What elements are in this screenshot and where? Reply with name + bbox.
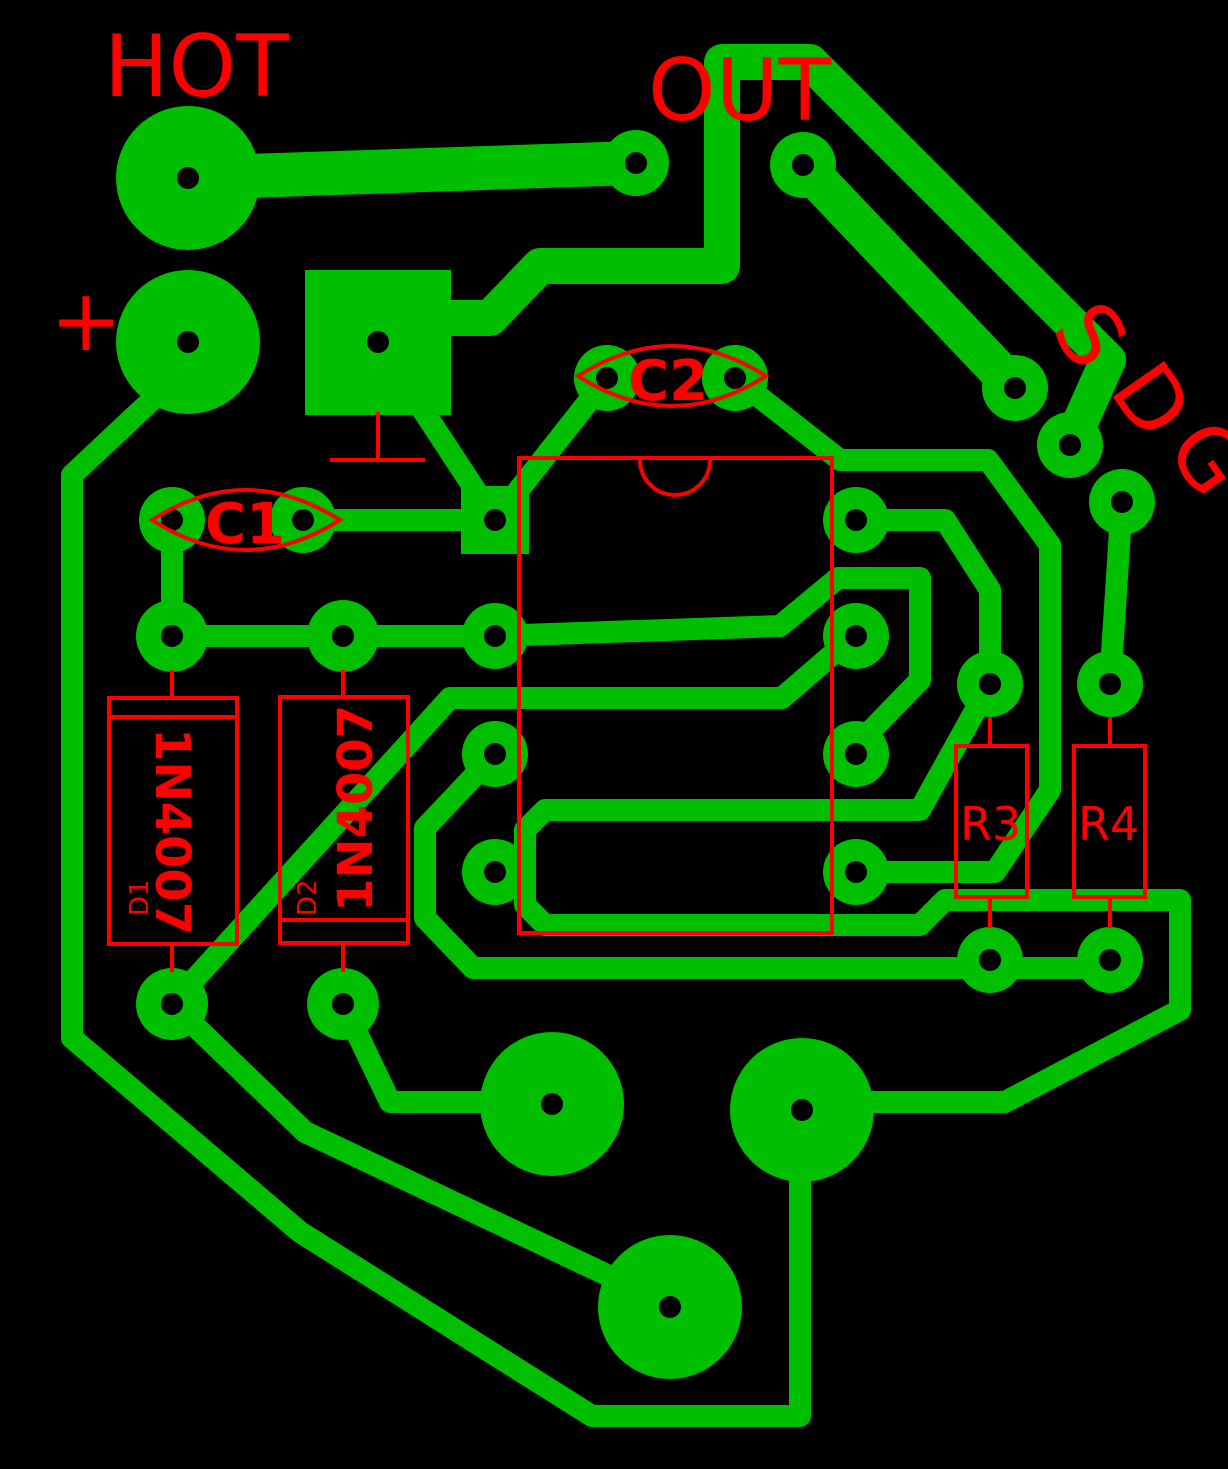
label-r3: R3: [960, 797, 1021, 851]
hole: [1004, 377, 1026, 399]
hole: [659, 1296, 681, 1318]
label-hot: HOT: [104, 17, 289, 117]
hole: [724, 367, 746, 389]
drill-holes: [161, 152, 1133, 1318]
hole: [1111, 491, 1133, 513]
labels: HOT OUT + S D G C1 C2 1N4007 D1 1N4007 D…: [50, 17, 1228, 935]
ic-outline: [517, 456, 834, 935]
trace-d1-diag: [161, 623, 867, 1015]
hole: [161, 509, 183, 531]
hole: [484, 509, 506, 531]
hole: [292, 509, 314, 531]
trace-left-loop: [61, 389, 811, 1427]
hole: [1059, 434, 1081, 456]
hole: [177, 331, 199, 353]
hole: [161, 993, 183, 1015]
hole: [332, 993, 354, 1015]
hole: [979, 673, 1001, 695]
trace-r3-loop: [514, 673, 1191, 1113]
trace-hot: [166, 141, 658, 200]
label-d2-ref: D2: [293, 879, 323, 916]
hole: [541, 1093, 563, 1115]
trace-c2-right: [724, 367, 1061, 883]
hole: [625, 152, 647, 174]
label-c2: C2: [628, 349, 708, 414]
hole: [332, 625, 354, 647]
hole: [1099, 673, 1121, 695]
label-plus: +: [50, 271, 122, 371]
label-d2-value: 1N4007: [328, 705, 384, 912]
trace-sd: [783, 145, 1035, 408]
ic-notch: [638, 459, 712, 497]
trace-pin8-r3: [845, 509, 1001, 695]
c1-outline: [148, 488, 344, 552]
hole: [979, 949, 1001, 971]
c2-outline: [574, 344, 770, 408]
hole: [484, 625, 506, 647]
hole: [484, 743, 506, 765]
hole: [845, 509, 867, 531]
hole: [161, 625, 183, 647]
hole: [792, 154, 814, 176]
hole: [596, 367, 618, 389]
hole: [845, 861, 867, 883]
hole: [1099, 949, 1121, 971]
hole: [845, 625, 867, 647]
label-d1-value: 1N4007: [144, 728, 200, 935]
silkscreen: [107, 344, 1147, 972]
label-d1-ref: D1: [125, 879, 155, 916]
hole: [791, 1099, 813, 1121]
hole: [484, 861, 506, 883]
trace-d1-bottom: [161, 993, 671, 1311]
label-out: OUT: [648, 41, 832, 141]
label-c1: C1: [205, 492, 285, 557]
hole: [177, 167, 199, 189]
label-r4: R4: [1078, 797, 1139, 851]
trace-out: [422, 44, 1126, 463]
hole: [367, 331, 389, 353]
hole: [845, 743, 867, 765]
